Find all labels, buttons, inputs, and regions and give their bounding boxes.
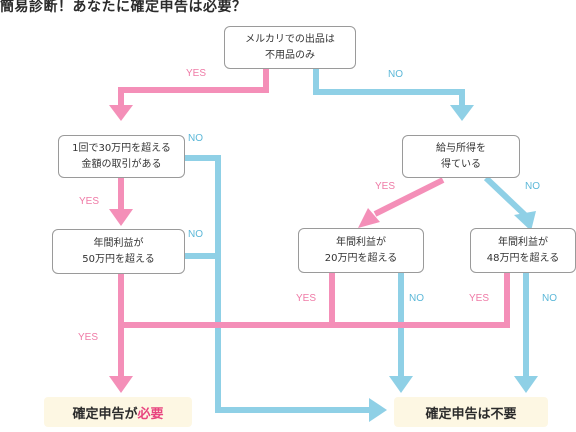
question-node-q4: 年間利益が 50万円を超える [52, 229, 185, 274]
no-arrowhead-q5 [389, 376, 413, 393]
no-arrowhead-q1 [450, 105, 474, 121]
q4-line1: 年間利益が [93, 238, 144, 249]
q6-line2: 48万円を超える [486, 252, 560, 264]
yes-arrowheads [109, 105, 380, 393]
q4-no-label: NO [188, 229, 203, 240]
q4-line2: 50万円を超える [82, 253, 155, 265]
yes-path-q3 [373, 177, 445, 217]
q1-no-label: NO [388, 69, 403, 80]
yes-path-q6 [121, 272, 510, 328]
q1-line2: 不用品のみ [264, 49, 315, 61]
yes-path-q1 [118, 68, 269, 106]
result-required-prefix: 確定申告が [72, 406, 138, 422]
question-node-q1: メルカリでの出品は不用品のみ [224, 26, 356, 69]
yes-arrowhead-q2 [109, 209, 133, 226]
q3-no-label: NO [525, 181, 540, 192]
page-title: 簡易診断！あなたに確定申告は必要？ [0, 0, 247, 15]
no-path-q3 [483, 175, 528, 218]
q2-no-label: NO [188, 133, 203, 144]
q5-no-label: NO [409, 293, 424, 304]
question-node-q5: 年間利益が 20万円を超える [298, 228, 424, 273]
q1-line1: メルカリでの出品は [245, 34, 335, 45]
result-not-required-text: 確定申告は不要 [425, 406, 517, 422]
no-arrowhead-q3 [514, 211, 536, 231]
no-arrowheads [369, 105, 538, 422]
q2-line2: 金額の取引がある [81, 158, 162, 170]
yes-arrowhead-result [109, 376, 133, 393]
q3-line2: 得ている [441, 158, 481, 170]
yes-arrowhead-q1 [109, 105, 133, 121]
question-node-q2: 1回で30万円を超える金額の取引がある [58, 135, 185, 178]
q4-yes-label: YES [78, 332, 99, 343]
q1-yes-label: YES [186, 68, 207, 79]
q6-yes-label: YES [469, 293, 490, 304]
q5-line1: 年間利益が [336, 237, 386, 248]
q2-line1: 1回で30万円を超える [72, 143, 171, 154]
q6-line1: 年間利益が [498, 237, 548, 248]
no-arrowhead-q6 [514, 376, 538, 393]
no-arrowhead-result [369, 398, 387, 422]
no-path-q2 [185, 155, 370, 413]
q5-line2: 20万円を超える [324, 252, 398, 264]
q5-yes-label: YES [296, 293, 317, 304]
q3-yes-label: YES [375, 181, 396, 192]
q6-no-label: NO [542, 293, 557, 304]
q2-yes-label: YES [79, 196, 100, 207]
result-required-accent: 必要 [137, 406, 164, 422]
result-required: 確定申告が必要 [44, 397, 192, 427]
q3-line1: 給与所得を [436, 143, 486, 154]
question-node-q6: 年間利益が 48万円を超える [470, 228, 576, 273]
question-node-q3: 給与所得を得ている [402, 135, 520, 178]
yes-arrowhead-q3 [358, 208, 380, 228]
no-path-q1 [313, 68, 465, 106]
result-not-required: 確定申告は不要 [394, 397, 548, 427]
yes-paths [118, 68, 510, 378]
